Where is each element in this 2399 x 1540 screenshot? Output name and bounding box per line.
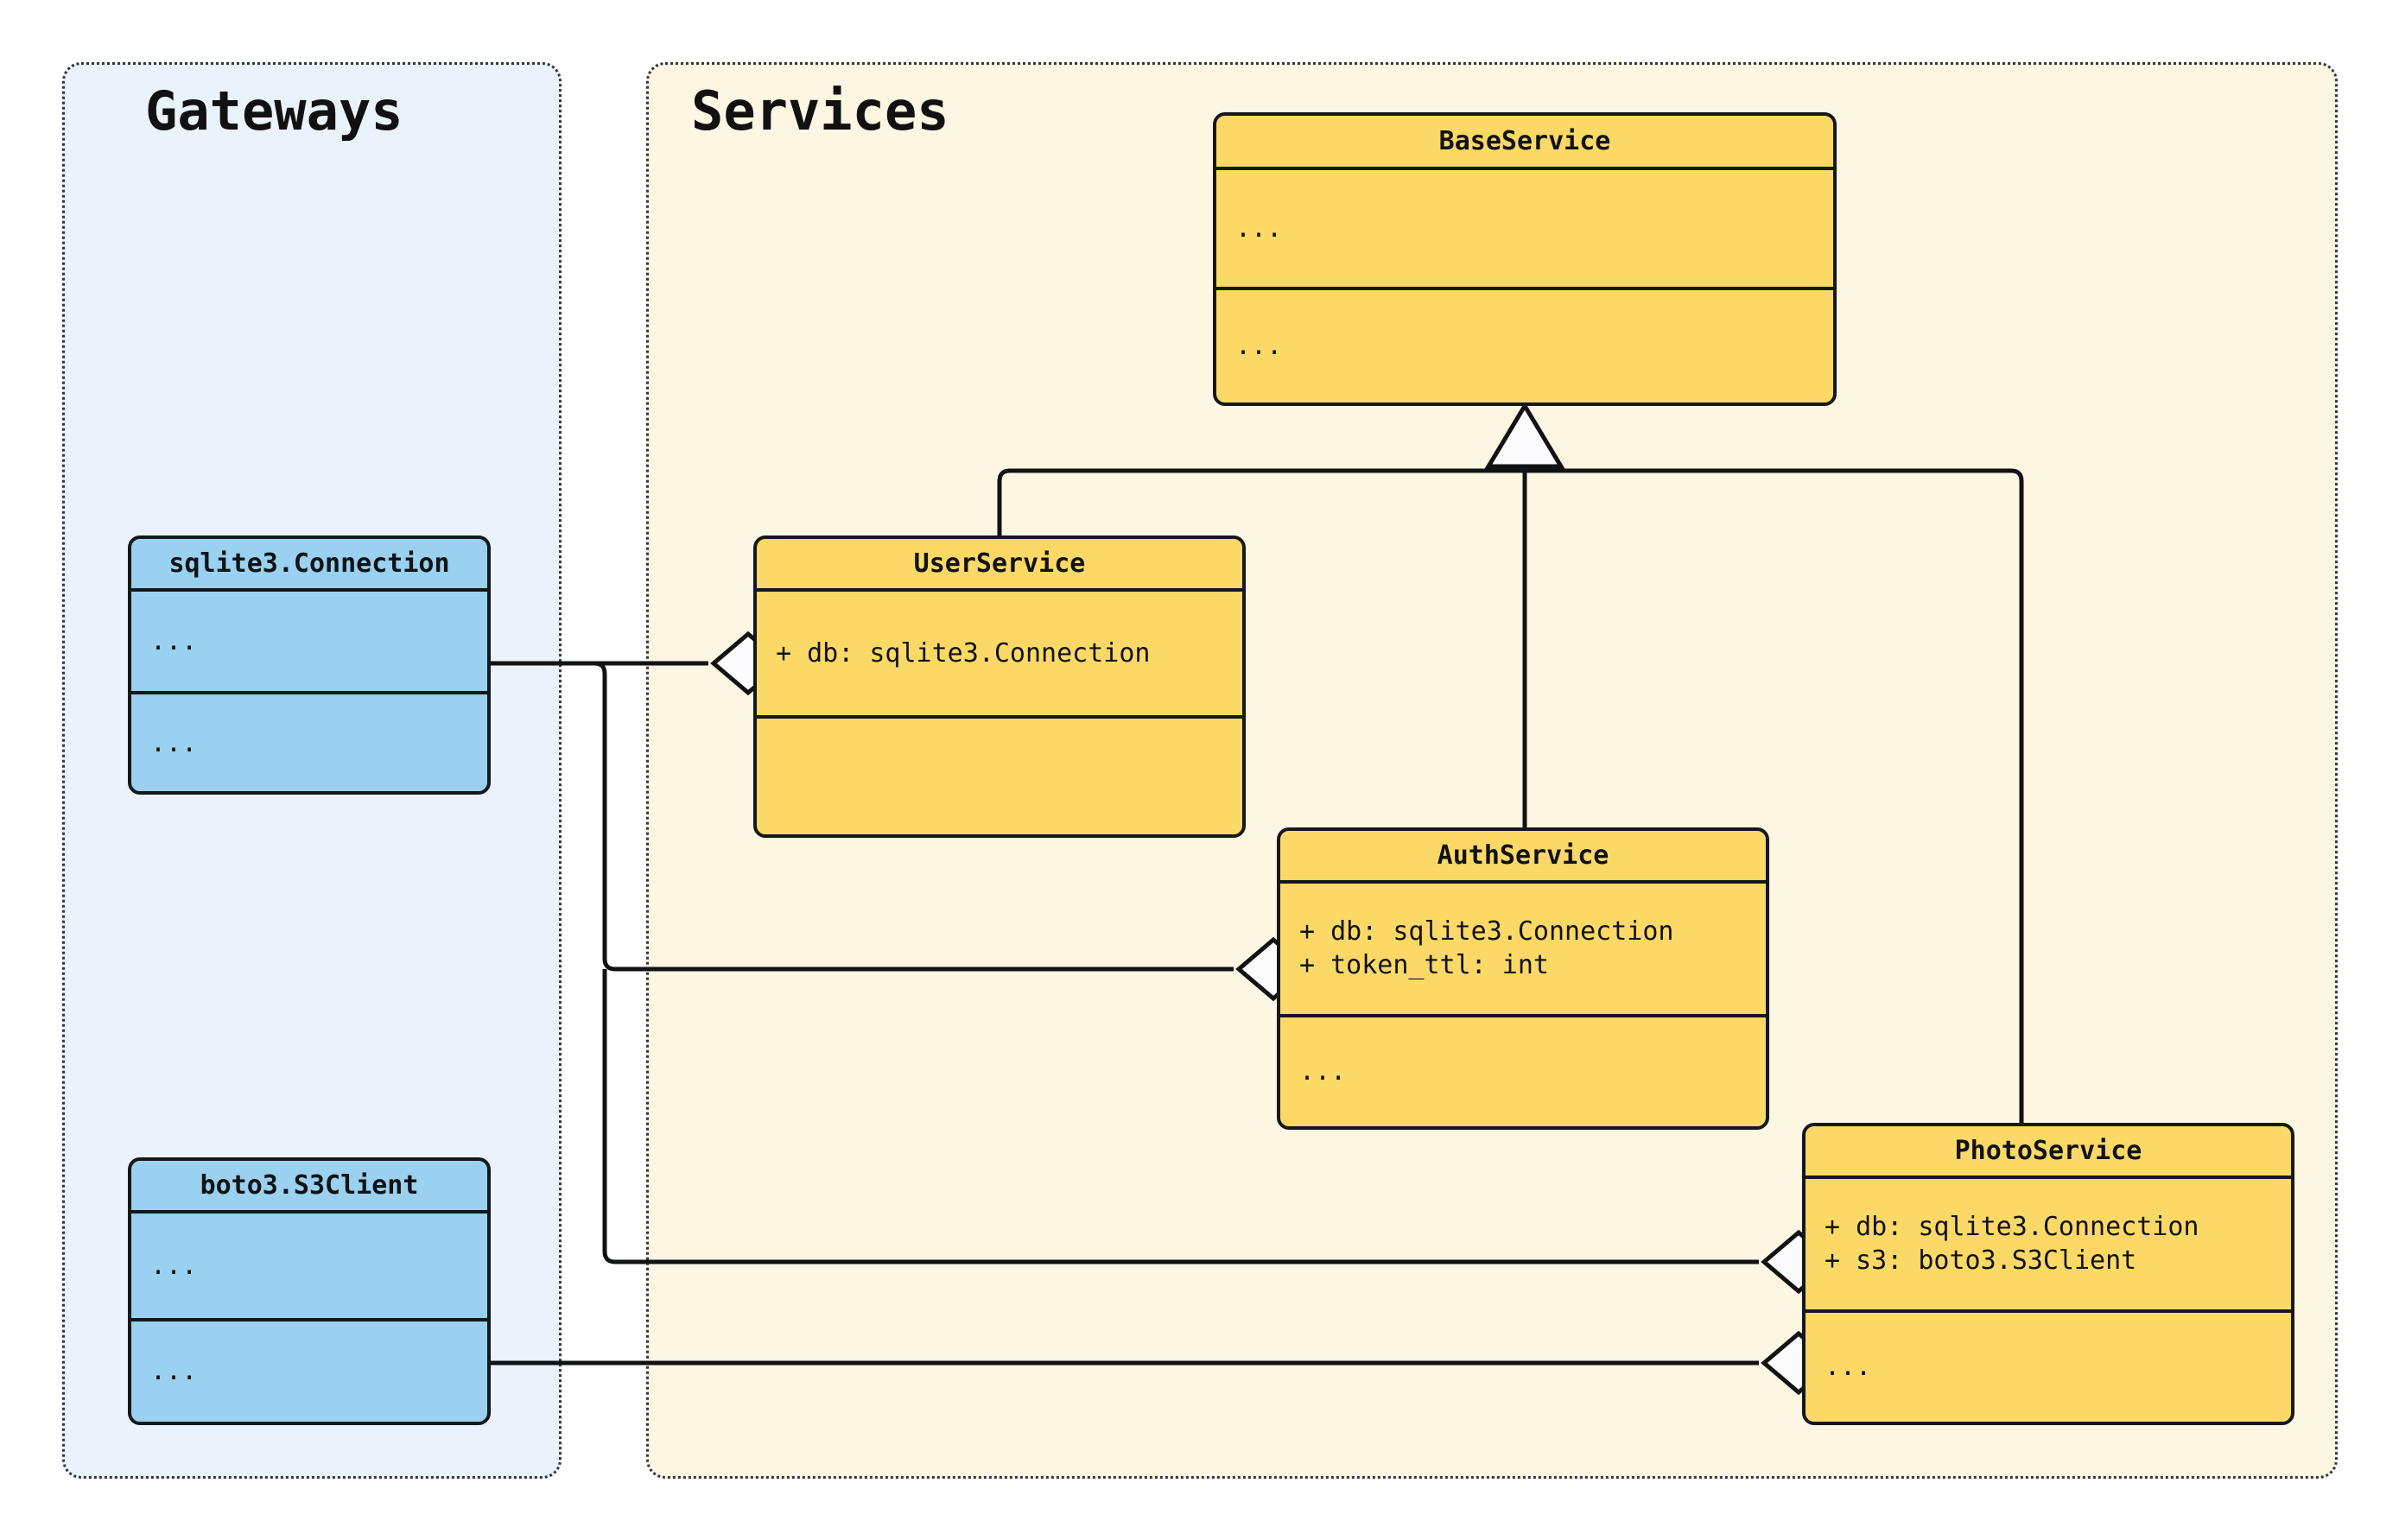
package-services-title: Services [691, 79, 949, 143]
class-methods-photoservice: ... [1806, 1309, 2291, 1422]
class-attributes-baseservice: ... [1216, 170, 1833, 286]
attribute-row: + token_ttl: int [1299, 950, 1549, 981]
attribute-row: ... [150, 626, 198, 657]
class-methods-sqlite3-connection: ... [131, 691, 487, 791]
class-attributes-userservice: + db: sqlite3.Connection [757, 592, 1242, 714]
class-box-photoservice[interactable]: PhotoService + db: sqlite3.Connection + … [1802, 1123, 2294, 1425]
method-row: ... [1299, 1056, 1347, 1087]
class-attributes-boto3-s3client: ... [131, 1214, 487, 1317]
class-name-boto3-s3client: boto3.S3Client [131, 1161, 487, 1214]
class-methods-authservice: ... [1280, 1013, 1766, 1126]
class-methods-boto3-s3client: ... [131, 1317, 487, 1422]
class-box-baseservice[interactable]: BaseService ... ... [1213, 112, 1837, 406]
method-row: ... [1235, 331, 1283, 362]
attribute-row: ... [150, 1250, 198, 1281]
class-attributes-sqlite3-connection: ... [131, 592, 487, 692]
class-box-sqlite3-connection[interactable]: sqlite3.Connection ... ... [128, 536, 491, 795]
class-methods-baseservice: ... [1216, 286, 1833, 402]
class-box-boto3-s3client[interactable]: boto3.S3Client ... ... [128, 1157, 491, 1425]
class-box-authservice[interactable]: AuthService + db: sqlite3.Connection + t… [1277, 827, 1769, 1130]
attribute-row: + s3: boto3.S3Client [1825, 1245, 2137, 1277]
class-name-baseservice: BaseService [1216, 116, 1833, 171]
class-name-photoservice: PhotoService [1806, 1126, 2291, 1180]
attribute-row: + db: sqlite3.Connection [1825, 1212, 2199, 1243]
method-row: ... [150, 1356, 198, 1387]
class-attributes-photoservice: + db: sqlite3.Connection + s3: boto3.S3C… [1806, 1179, 2291, 1309]
method-row: ... [1825, 1352, 1872, 1383]
attribute-row: ... [1235, 212, 1283, 244]
class-methods-userservice [757, 714, 1242, 834]
package-gateways-title: Gateways [145, 79, 403, 143]
attribute-row: + db: sqlite3.Connection [776, 637, 1151, 669]
class-attributes-authservice: + db: sqlite3.Connection + token_ttl: in… [1280, 884, 1766, 1013]
class-name-userservice: UserService [757, 539, 1242, 593]
class-box-userservice[interactable]: UserService + db: sqlite3.Connection [753, 536, 1246, 838]
attribute-row: + db: sqlite3.Connection [1299, 916, 1674, 947]
class-name-sqlite3-connection: sqlite3.Connection [131, 539, 487, 592]
method-row: ... [150, 727, 198, 758]
class-name-authservice: AuthService [1280, 831, 1766, 884]
